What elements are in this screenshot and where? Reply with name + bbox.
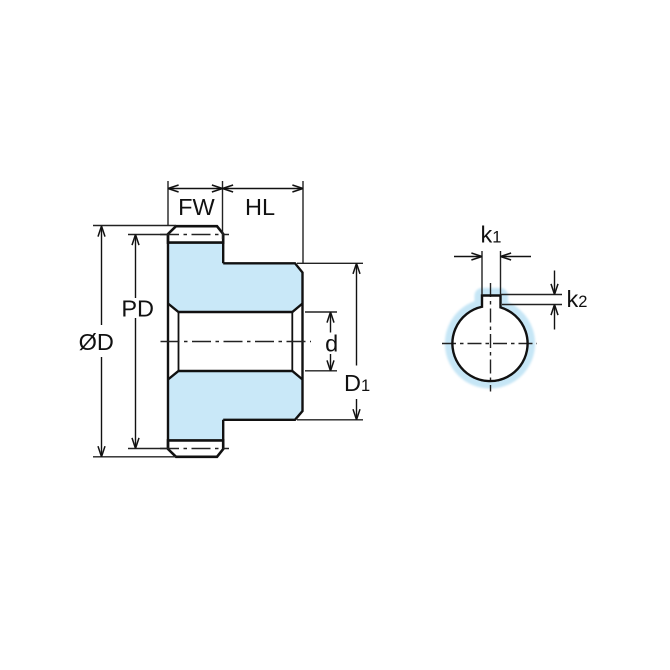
svg-text:k2: k2 [567,286,588,312]
svg-text:FW: FW [178,194,215,220]
svg-text:HL: HL [245,194,275,220]
svg-text:D1: D1 [344,370,370,396]
svg-text:d: d [325,331,338,357]
svg-text:PD: PD [121,296,154,322]
svg-text:k1: k1 [481,222,502,248]
svg-text:ØD: ØD [79,329,114,355]
